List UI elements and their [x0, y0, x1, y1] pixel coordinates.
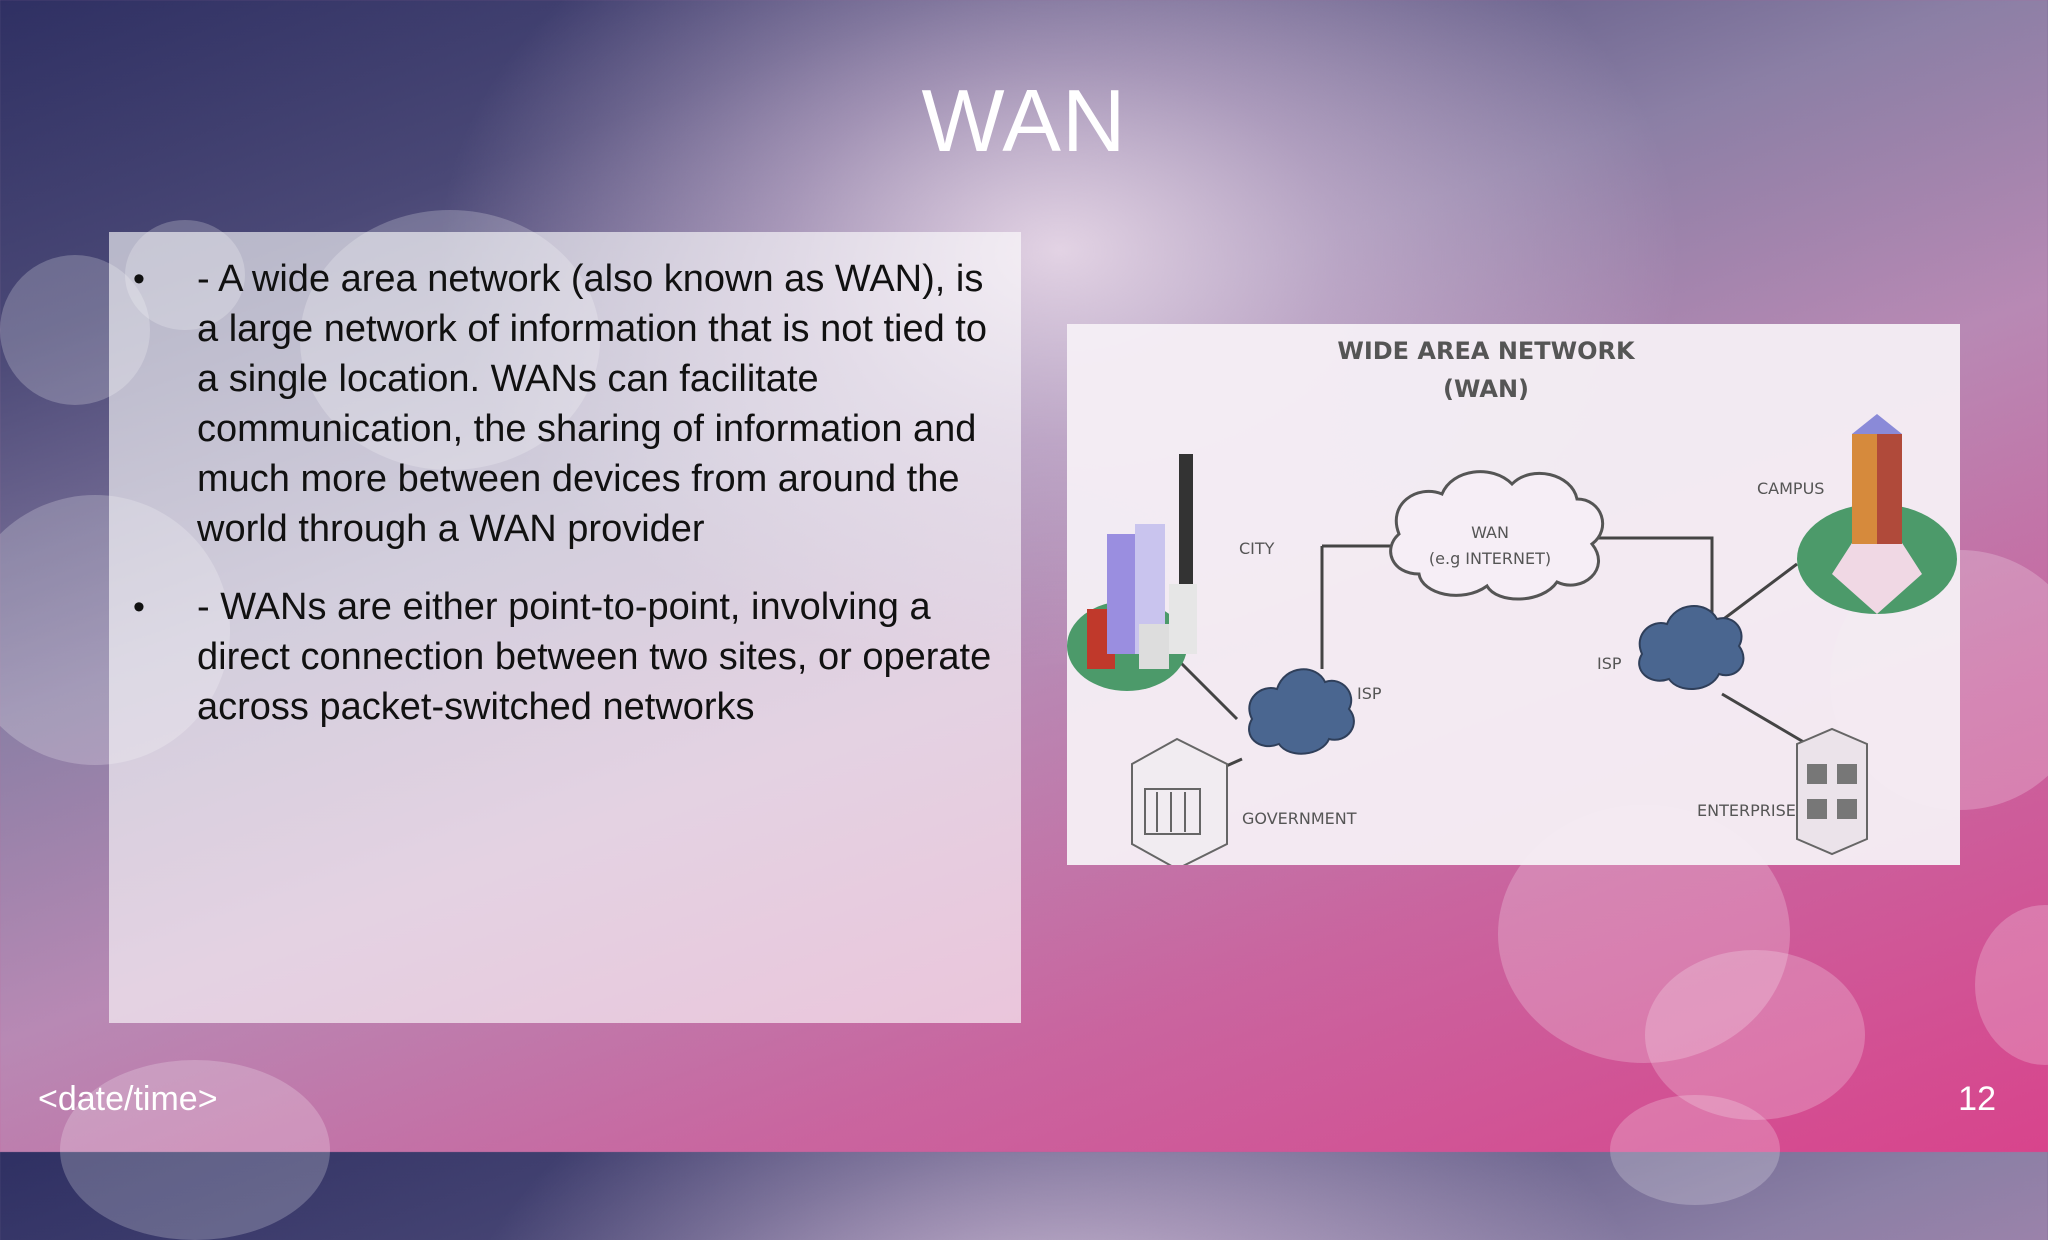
isp-left-label: ISP	[1357, 684, 1382, 703]
bullet-text: - A wide area network (also known as WAN…	[197, 258, 987, 550]
city-label: CITY	[1239, 539, 1275, 558]
enterprise-label: ENTERPRISE	[1697, 801, 1796, 820]
internet-cloud-icon	[1389, 470, 1605, 601]
diagram-title-line1: WIDE AREA NETWORK	[1337, 337, 1636, 365]
wan-diagram-image: WIDE AREA NETWORK (WAN) WAN (e.g INTERNE…	[1067, 324, 1960, 865]
page-number: 12	[1958, 1080, 1996, 1118]
slide-title: WAN	[921, 71, 1127, 170]
isp-cloud-icon	[1638, 605, 1745, 691]
campus-label: CAMPUS	[1757, 479, 1824, 498]
cloud-label-line1: WAN	[1471, 523, 1509, 542]
decorative-bubble	[1610, 1095, 1780, 1205]
bullet-dot-icon: •	[133, 260, 145, 298]
campus-building-icon	[1797, 414, 1957, 614]
decorative-bubble	[1975, 905, 2048, 1065]
city-buildings-icon	[1067, 454, 1197, 691]
content-text-box: • - A wide area network (also known as W…	[109, 232, 1021, 1023]
bullet-item: • - A wide area network (also known as W…	[109, 254, 1021, 554]
bullet-item: • - WANs are either point-to-point, invo…	[109, 582, 1021, 732]
cloud-label-line2: (e.g INTERNET)	[1429, 549, 1551, 568]
government-label: GOVERNMENT	[1242, 809, 1357, 828]
bullet-list: • - A wide area network (also known as W…	[109, 254, 1021, 760]
government-building-icon	[1131, 737, 1228, 865]
diagram-title-line2: (WAN)	[1443, 375, 1529, 403]
footer-date: <date/time>	[38, 1080, 218, 1118]
decorative-bubble	[1645, 950, 1865, 1120]
enterprise-building-icon	[1796, 727, 1868, 856]
bullet-dot-icon: •	[133, 588, 145, 626]
isp-cloud-icon	[1248, 668, 1355, 755]
isp-right-label: ISP	[1597, 654, 1622, 673]
connection-lines	[1175, 536, 1808, 781]
bullet-text: - WANs are either point-to-point, involv…	[197, 586, 992, 728]
